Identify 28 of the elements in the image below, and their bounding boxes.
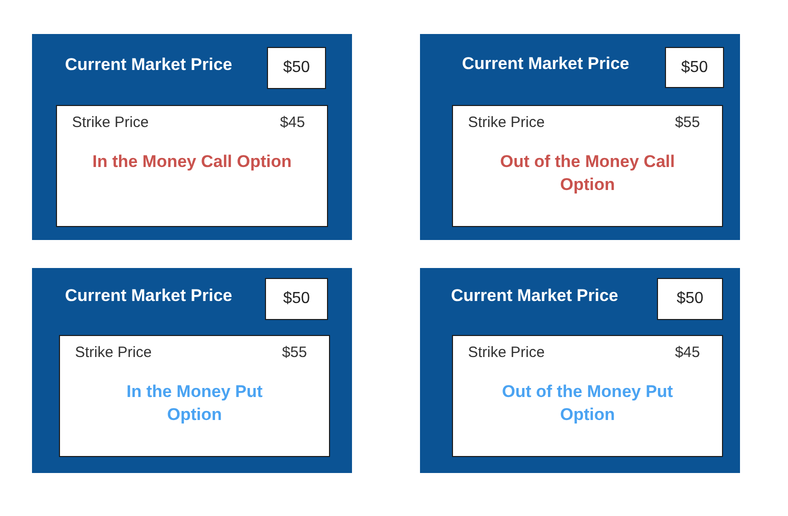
market-price-panel <box>420 34 740 240</box>
market-price-panel <box>32 268 352 473</box>
strike-price-card <box>56 105 328 227</box>
strike-price-value: $45 <box>280 114 305 132</box>
market-price-panel <box>420 268 740 473</box>
strike-price-card <box>452 105 723 227</box>
panel-heading: Current Market Price <box>462 54 630 74</box>
market-price-value: $50 <box>265 278 328 320</box>
strike-price-label: Strike Price <box>75 344 152 362</box>
strike-price-value: $55 <box>674 114 700 132</box>
market-price-value: $50 <box>657 278 723 320</box>
panel-heading: Current Market Price <box>65 55 232 75</box>
option-type-label: Out of the Money Put Option <box>501 381 674 426</box>
market-price-value: $50 <box>665 47 724 88</box>
option-type-label: Out of the Money Call Option <box>499 151 676 196</box>
strike-price-label: Strike Price <box>72 114 149 132</box>
strike-price-value: $45 <box>674 344 700 362</box>
option-type-label: In the Money Put Option <box>126 381 264 426</box>
strike-price-value: $55 <box>282 344 307 362</box>
strike-price-card <box>59 335 330 457</box>
strike-price-card <box>452 335 723 457</box>
panel-heading: Current Market Price <box>65 286 232 306</box>
market-price-panel <box>32 34 352 240</box>
market-price-value: $50 <box>267 47 326 89</box>
panel-heading: Current Market Price <box>451 286 618 306</box>
option-type-label: In the Money Call Option <box>91 151 293 173</box>
strike-price-label: Strike Price <box>468 344 545 362</box>
strike-price-label: Strike Price <box>468 114 545 132</box>
